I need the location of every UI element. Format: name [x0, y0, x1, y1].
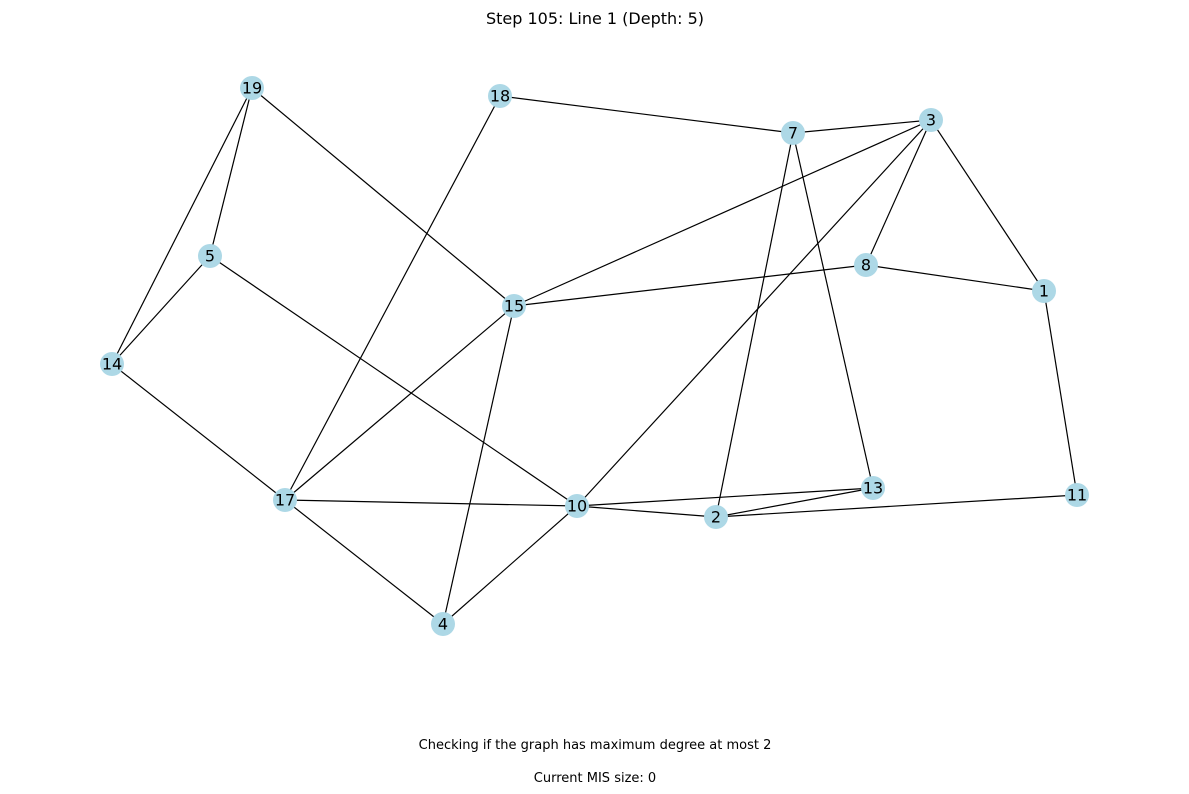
node-17: 17 — [273, 488, 297, 512]
node-label: 4 — [438, 615, 448, 634]
node-15: 15 — [502, 294, 526, 318]
node-label: 8 — [861, 256, 871, 275]
figure-title: Step 105: Line 1 (Depth: 5) — [486, 9, 704, 28]
node-7: 7 — [781, 121, 805, 145]
node-14: 14 — [100, 352, 124, 376]
edge-18-17 — [284, 95, 501, 501]
node-circle — [1032, 279, 1056, 303]
status-message: Checking if the graph has maximum degree… — [419, 738, 772, 753]
node-circle — [100, 352, 124, 376]
node-circle — [273, 488, 297, 512]
edge-2-11 — [715, 494, 1078, 518]
edge-15-17 — [284, 305, 515, 501]
edge-8-15 — [513, 264, 867, 307]
edges-layer — [111, 87, 1078, 625]
edge-10-4 — [442, 505, 578, 625]
node-4: 4 — [431, 612, 455, 636]
node-label: 2 — [711, 508, 721, 527]
edge-3-10 — [576, 119, 932, 507]
edge-7-2 — [715, 132, 794, 518]
node-5: 5 — [198, 244, 222, 268]
node-circle — [919, 108, 943, 132]
edge-13-2 — [715, 487, 874, 518]
node-13: 13 — [861, 476, 885, 500]
edge-19-5 — [209, 87, 253, 257]
nodes-layer: 19 18 7 3 5 8 1 15 14 17 10 13 11 2 4 — [100, 76, 1089, 636]
edge-1-11 — [1043, 290, 1078, 496]
node-circle — [240, 76, 264, 100]
node-circle — [781, 121, 805, 145]
edge-5-10 — [209, 255, 578, 507]
edge-3-1 — [930, 119, 1045, 292]
node-circle — [704, 505, 728, 529]
node-label: 5 — [205, 247, 215, 266]
mis-size-label: Current MIS size: 0 — [534, 771, 656, 786]
edge-7-3 — [792, 119, 932, 134]
node-2: 2 — [704, 505, 728, 529]
node-circle — [488, 84, 512, 108]
node-label: 19 — [242, 79, 262, 98]
node-label: 1 — [1039, 282, 1049, 301]
node-8: 8 — [854, 253, 878, 277]
edge-3-8 — [865, 119, 932, 266]
edge-19-15 — [251, 87, 515, 307]
node-circle — [861, 476, 885, 500]
edge-10-13 — [576, 487, 874, 507]
node-19: 19 — [240, 76, 264, 100]
edge-18-7 — [499, 95, 794, 134]
edge-3-15 — [513, 119, 932, 307]
node-label: 14 — [102, 355, 122, 374]
edge-5-14 — [111, 255, 211, 365]
edge-8-1 — [865, 264, 1045, 292]
node-label: 3 — [926, 111, 936, 130]
edge-19-14 — [111, 87, 253, 365]
edge-15-4 — [442, 305, 515, 625]
node-label: 15 — [504, 297, 524, 316]
node-circle — [1065, 483, 1089, 507]
node-circle — [854, 253, 878, 277]
node-circle — [431, 612, 455, 636]
edge-14-17 — [111, 363, 286, 501]
node-11: 11 — [1065, 483, 1089, 507]
node-label: 11 — [1067, 486, 1087, 505]
node-label: 18 — [490, 87, 510, 106]
node-10: 10 — [565, 494, 589, 518]
edge-17-10 — [284, 499, 578, 507]
node-3: 3 — [919, 108, 943, 132]
node-label: 13 — [863, 479, 883, 498]
node-circle — [565, 494, 589, 518]
node-label: 7 — [788, 124, 798, 143]
edge-10-2 — [576, 505, 717, 518]
edge-17-4 — [284, 499, 444, 625]
node-18: 18 — [488, 84, 512, 108]
node-label: 10 — [567, 497, 587, 516]
node-circle — [502, 294, 526, 318]
node-circle — [198, 244, 222, 268]
node-1: 1 — [1032, 279, 1056, 303]
edge-7-13 — [792, 132, 874, 489]
node-label: 17 — [275, 491, 295, 510]
